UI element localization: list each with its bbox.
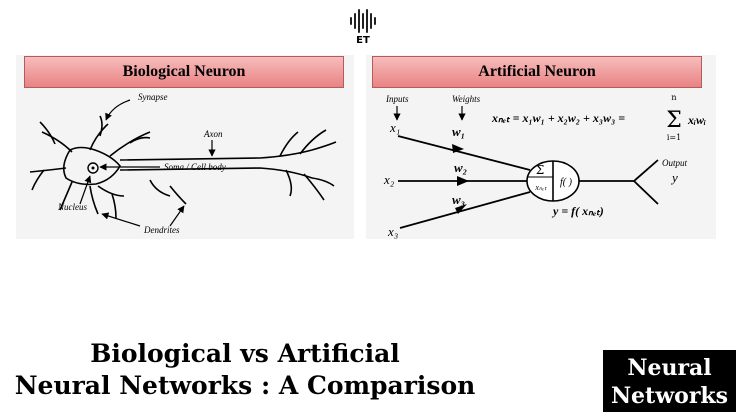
- synapse-label: Synapse: [138, 92, 168, 102]
- net-formula: xₙₑₜ = x₁w₁ + x₂w₂ + x₃w₃ =: [491, 111, 625, 125]
- neuron-drawing: [29, 115, 337, 219]
- input-x2: x₂: [383, 172, 395, 187]
- soundwave-logo-icon: ET: [350, 9, 376, 44]
- dendrites-label: Dendrites: [143, 225, 180, 235]
- weight-w3: w₃: [452, 192, 465, 207]
- sum-term: xᵢwᵢ: [687, 113, 706, 127]
- input-x3: x₃: [387, 224, 398, 239]
- title-line-2: Neural Networks : A Comparison: [14, 371, 476, 400]
- output-variable: y: [670, 170, 678, 185]
- biological-neuron-heading: Biological Neuron: [24, 56, 344, 88]
- node-sigma: Σ: [536, 163, 544, 177]
- output-formula: y = f( xₙₑₜ): [551, 204, 604, 218]
- input-line-1: [397, 135, 531, 171]
- soma-label: Soma / Cell body: [164, 162, 226, 172]
- input-line-3: [399, 191, 531, 229]
- weight-w1: w₁: [452, 124, 465, 139]
- sum-symbol: Σ: [666, 108, 682, 133]
- output-label: Output: [662, 158, 688, 168]
- artificial-neuron-heading: Artificial Neuron: [372, 56, 702, 88]
- neural-networks-badge: Neural Networks: [603, 350, 736, 412]
- nucleus-label: Nucleus: [57, 202, 87, 212]
- logo-text: ET: [356, 35, 370, 44]
- badge-line-2: Networks: [610, 383, 729, 409]
- badge-line-1: Neural: [627, 355, 712, 381]
- node-function: f( ): [560, 177, 573, 188]
- weights-label: Weights: [452, 94, 481, 104]
- title-line-1: Biological vs Artificial: [90, 339, 400, 368]
- sum-upper-limit: n: [671, 93, 676, 102]
- sum-lower-limit: i=1: [667, 133, 681, 142]
- inputs-label: Inputs: [385, 94, 409, 104]
- neuron-node: [526, 160, 580, 202]
- weight-w2: w₂: [454, 160, 467, 175]
- page-title: Biological vs Artificial Neural Networks…: [0, 338, 490, 402]
- nucleus-shape: [87, 162, 99, 174]
- input-x1: x₁: [389, 120, 400, 135]
- node-xnet: xₙₑₜ: [534, 183, 547, 192]
- axon-label: Axon: [203, 129, 223, 139]
